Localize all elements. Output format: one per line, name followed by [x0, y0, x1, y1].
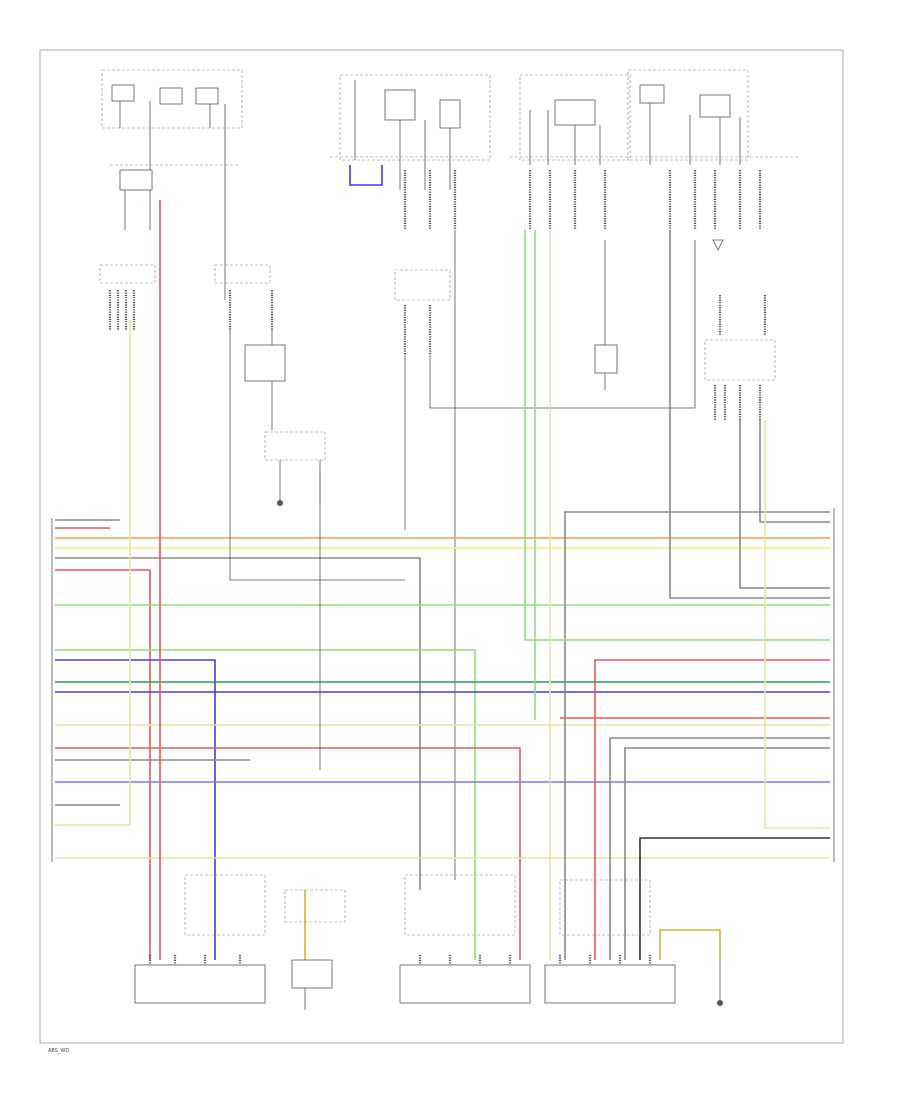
center-relay-block	[330, 74, 491, 230]
bottom-module-right	[544, 879, 723, 1006]
vertical-wires	[159, 200, 551, 960]
blue-jumper-wire	[349, 165, 383, 186]
right-connector-block	[704, 239, 776, 420]
page-border	[39, 49, 844, 1044]
bottom-module-middle	[399, 874, 531, 1004]
right-wires	[524, 230, 830, 960]
center-fuse-relay	[394, 230, 696, 880]
harness-wires	[55, 320, 830, 960]
right-relay-block	[510, 69, 800, 230]
bottom-module-left	[134, 874, 266, 1004]
ignition-relay-block	[99, 69, 326, 506]
page-id: ABS_WD	[48, 1048, 69, 1054]
bottom-sensor-center	[284, 889, 346, 1010]
